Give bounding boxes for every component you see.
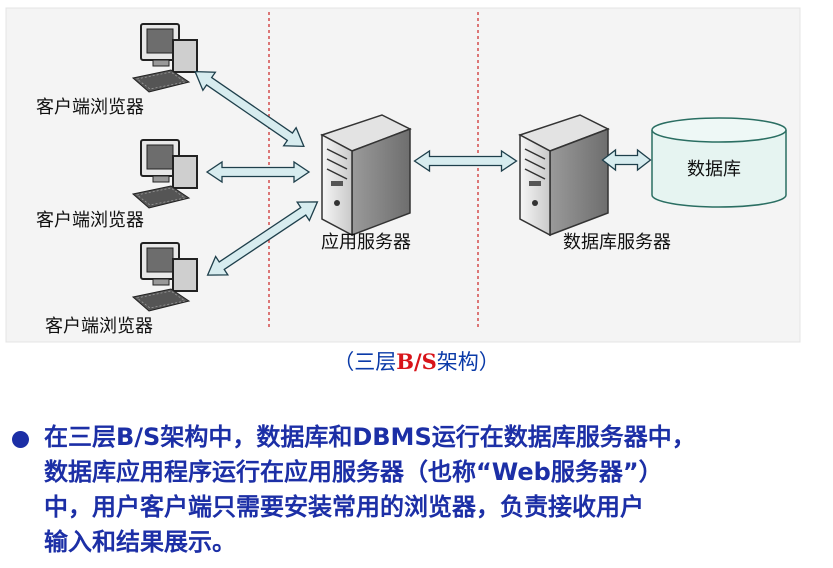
client-label-3: 客户端浏览器 (45, 316, 153, 337)
bullet-line-4: 输入和结果展示。 (44, 528, 236, 556)
bullet-line-3: 中，用户客户端只需要安装常用的浏览器，负责接收用户 (44, 493, 644, 521)
arrow-dbserver-database (601, 148, 652, 172)
arrow-client1-appserver (194, 70, 305, 148)
caption-close: 架构） (436, 350, 500, 374)
three-tier-architecture-diagram (5, 7, 801, 343)
database-cylinder-icon (651, 117, 787, 208)
database-label: 数据库 (687, 159, 741, 180)
arrow-appserver-dbserver (413, 149, 518, 173)
bullet-text: 在三层B/S架构中，数据库和DBMS运行在数据库服务器中， 数据库应用程序运行在… (44, 420, 833, 560)
client-computer-icon (131, 242, 198, 312)
caption-emphasis: B/S (396, 349, 437, 374)
bullet-dot-icon (12, 431, 29, 448)
app-server-label: 应用服务器 (321, 232, 411, 253)
bullet-line-2: 数据库应用程序运行在应用服务器（也称“Web服务器”） (44, 458, 663, 486)
caption-open: （三层 (333, 350, 397, 374)
client-label-1: 客户端浏览器 (36, 97, 144, 118)
client-computer-icon (131, 139, 198, 209)
diagram-caption: （三层B/S架构） (0, 346, 833, 376)
bullet-line-1: 在三层B/S架构中，数据库和DBMS运行在数据库服务器中， (44, 423, 696, 451)
db-server-icon (518, 114, 610, 237)
app-server-icon (320, 114, 412, 237)
arrow-client2-appserver (205, 160, 311, 184)
client-label-2: 客户端浏览器 (36, 210, 144, 231)
client-computer-icon (131, 23, 198, 93)
db-server-label: 数据库服务器 (563, 232, 671, 253)
arrow-client3-appserver (206, 201, 319, 276)
